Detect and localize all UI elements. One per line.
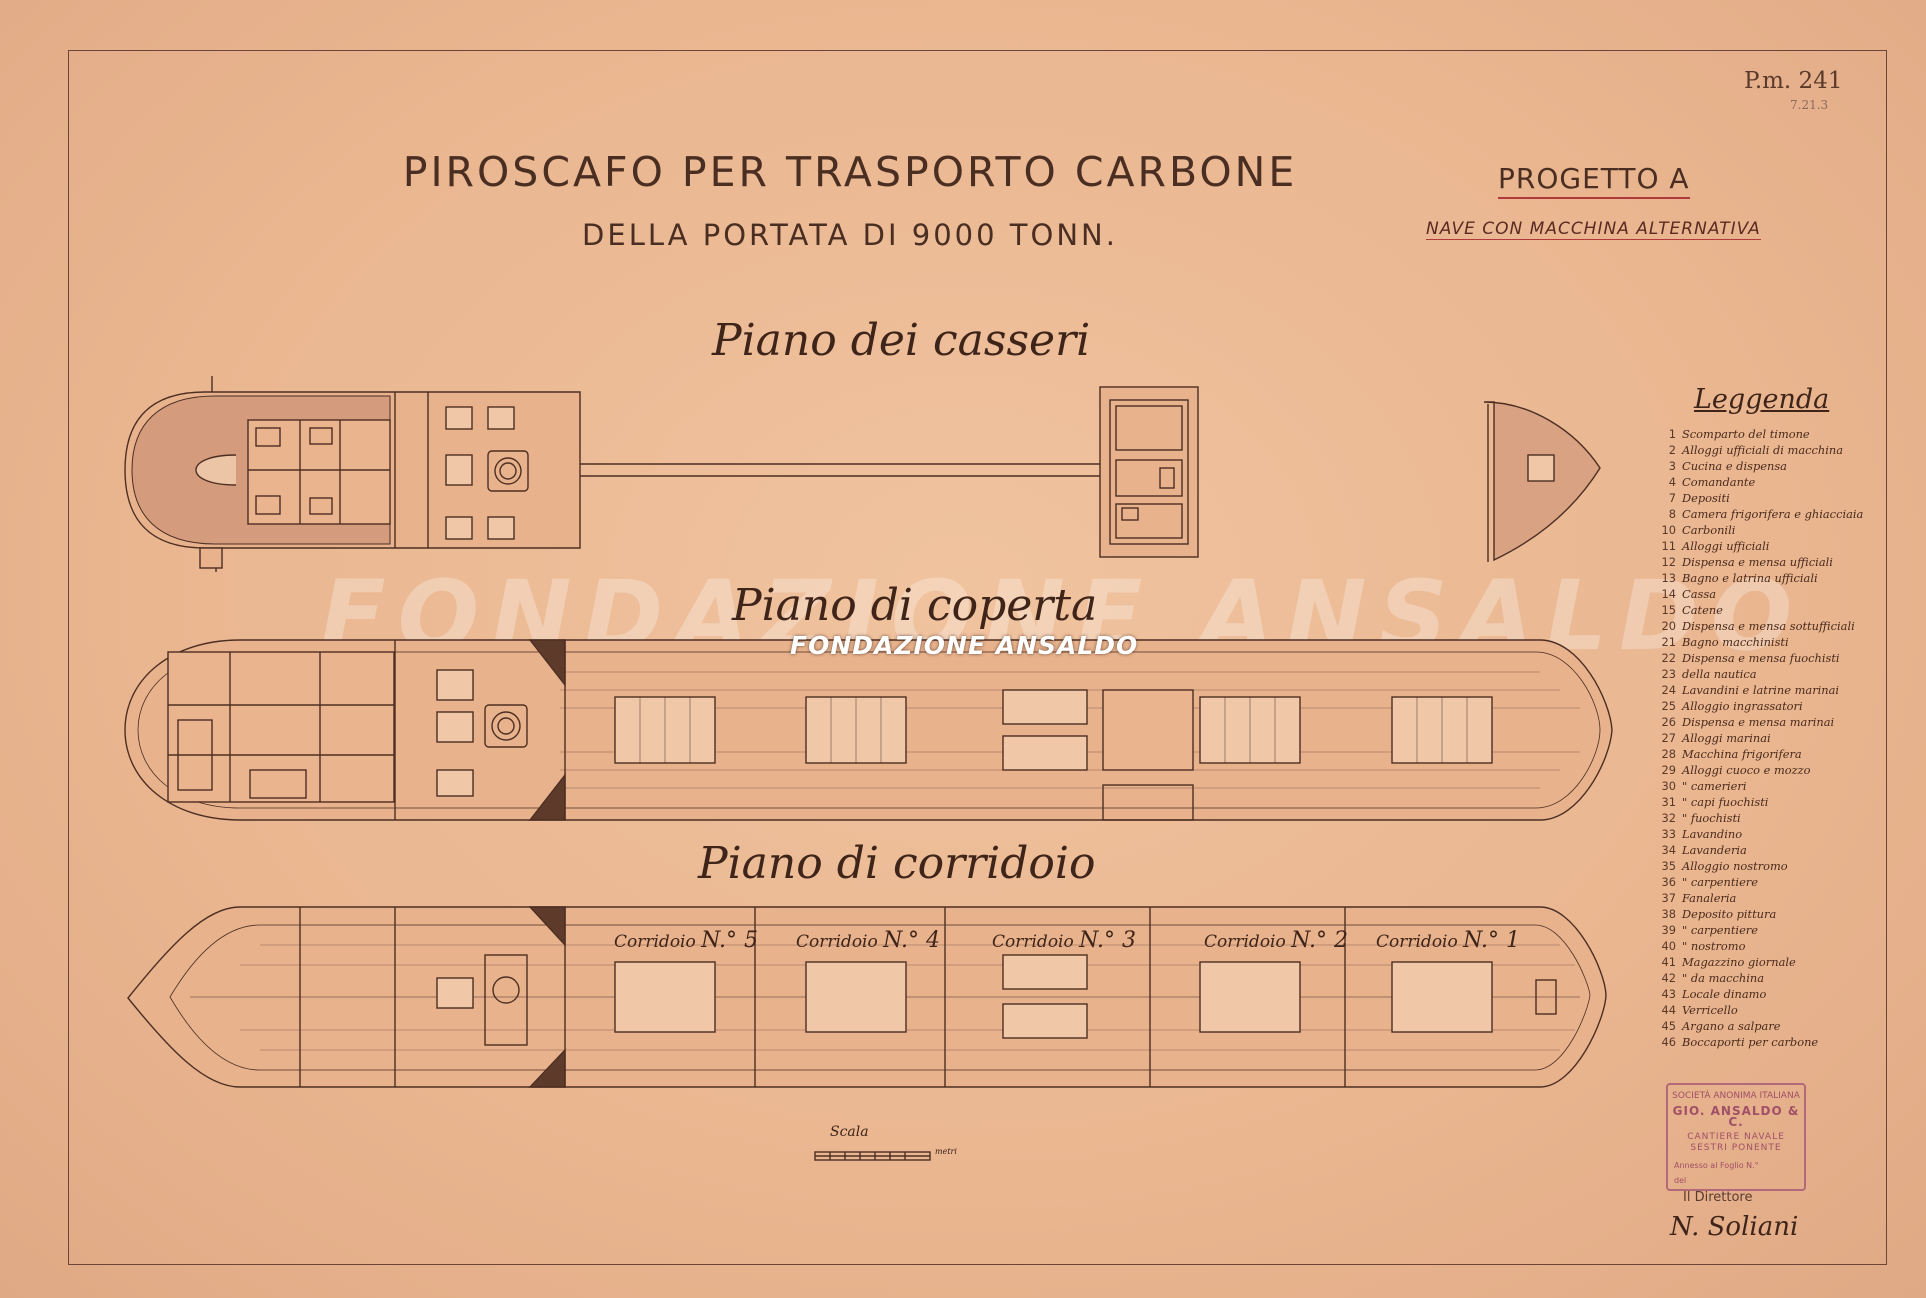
legend-item: 30" camerieri [1661,779,1747,793]
project-label: PROGETTO A [1498,162,1690,199]
corridor-label-2: Corridoio N.° 2 [1204,928,1348,953]
drawing-reference-small: 7.21.3 [1790,98,1829,112]
poop-deck-plan [124,376,581,572]
stamp-line-yard: CANTIERE NAVALE [1687,1132,1785,1142]
legend-title: Leggenda [1694,384,1830,415]
main-deck-plan [124,639,1613,821]
stamp-line-date: del [1674,1176,1687,1185]
scale-bar [814,1151,931,1161]
shipyard-stamp: SOCIETÀ ANONIMA ITALIANA GIO. ANSALDO & … [1666,1083,1806,1191]
corridor-deck-plan [127,906,1607,1088]
legend-item: 31" capi fuochisti [1661,795,1769,809]
drawing-title: PIROSCAFO PER TRASPORTO CARBONE [402,148,1298,196]
scale-label: Scala [830,1124,869,1140]
corridor-label-1: Corridoio N.° 1 [1376,928,1520,953]
drawing-border [68,50,1887,1265]
corridor-label-5: Corridoio N.° 5 [614,928,758,953]
bridge-deck-plan [1099,386,1199,558]
scale-unit: metri [935,1147,957,1156]
legend-item: 40" nostromo [1661,939,1746,953]
forecastle-plan [1483,401,1601,562]
drawing-subtitle: DELLA PORTATA DI 9000 TONN. [582,218,1118,252]
plan-title-corridoio: Piano di corridoio [698,838,1096,889]
legend-item: 42" da macchina [1661,971,1765,985]
legend-item: 32" fuochisti [1661,811,1741,825]
legend-item: 36" carpentiere [1661,875,1759,889]
plan-title-casseri: Piano dei casseri [712,315,1091,366]
stamp-line-sheet: Annesso al Foglio N.° [1674,1161,1759,1170]
legend-item: 39" carpentiere [1661,923,1759,937]
stamp-line-company: SOCIETÀ ANONIMA ITALIANA [1672,1091,1800,1101]
director-signature: N. Soliani [1670,1212,1799,1242]
stamp-line-place: SESTRI PONENTE [1690,1143,1782,1153]
plan-title-coperta: Piano di coperta [732,580,1098,631]
corridor-label-3: Corridoio N.° 3 [992,928,1136,953]
machine-type-label: NAVE CON MACCHINA ALTERNATIVA [1426,219,1761,240]
stamp-line-name: GIO. ANSALDO & C. [1672,1104,1800,1129]
director-label: Il Direttore [1683,1190,1753,1205]
watermark-logo-text: FONDAZIONE ANSALDO [790,631,1139,660]
drawing-reference: P.m. 241 [1744,68,1843,94]
corridor-label-4: Corridoio N.° 4 [796,928,940,953]
